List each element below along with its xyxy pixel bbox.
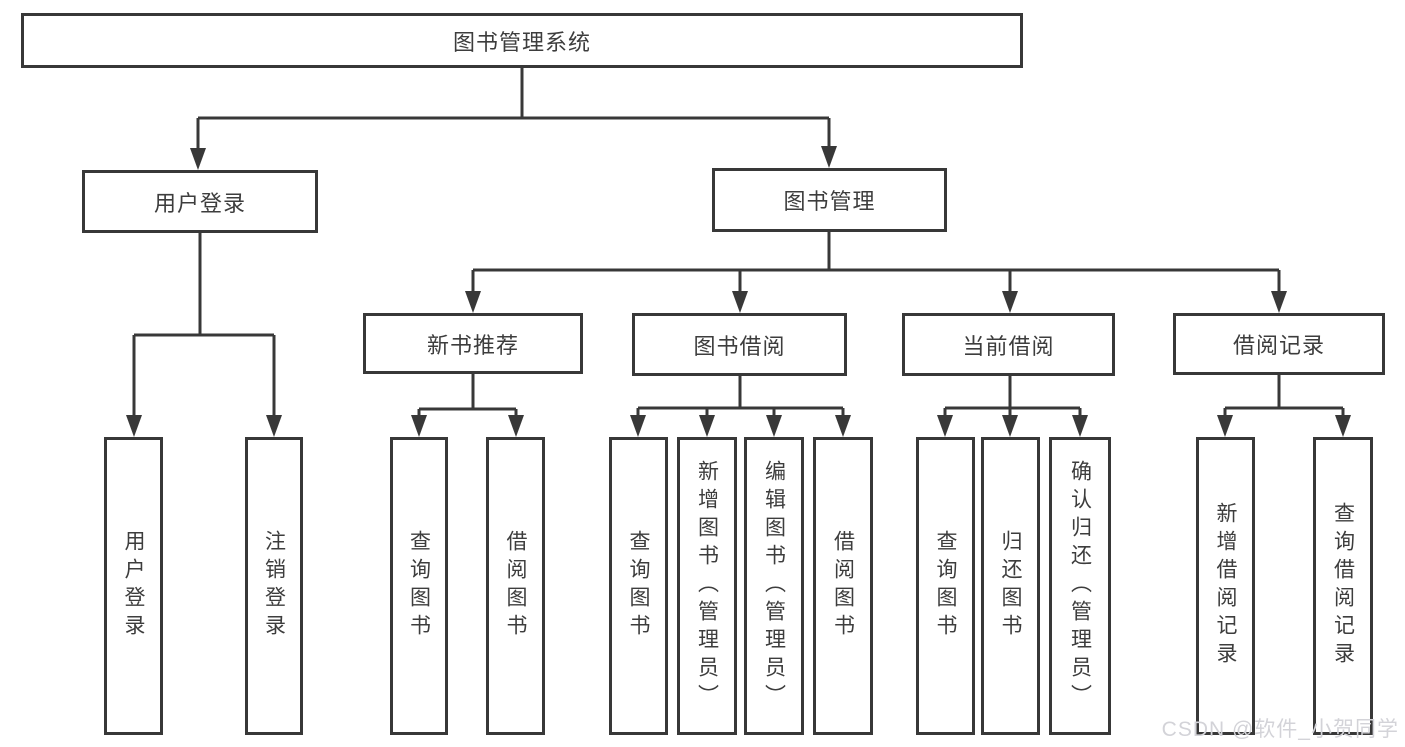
node-book-borrowing: 图书借阅 [632, 313, 847, 376]
node-borrow-books-borrowing: 借阅图书 [813, 437, 873, 735]
node-return-books: 归还图书 [981, 437, 1040, 735]
node-label: 图书管理系统 [452, 29, 591, 55]
node-query-books-newbook: 查询图书 [390, 437, 448, 735]
node-label: 注销登录 [262, 530, 286, 642]
node-current-borrowing: 当前借阅 [902, 313, 1115, 376]
arrowhead [126, 415, 142, 437]
arrowhead [766, 415, 782, 437]
node-add-books-admin: 新增图书（管理员） [677, 437, 737, 735]
node-book-management-module: 图书管理 [712, 168, 947, 232]
arrowhead [1271, 291, 1287, 313]
arrowhead [1335, 415, 1351, 437]
node-borrowing-records: 借阅记录 [1173, 313, 1385, 375]
node-library-management-system: 图书管理系统 [21, 13, 1023, 68]
csdn-watermark: CSDN @软件_小贺同学 [1161, 718, 1399, 741]
node-label: 用户登录 [122, 530, 145, 642]
node-borrow-books-newbook: 借阅图书 [486, 437, 545, 735]
node-logout: 注销登录 [245, 437, 303, 735]
node-label: 借阅记录 [1232, 333, 1325, 358]
node-query-books-borrowing: 查询图书 [609, 437, 668, 735]
arrowhead [411, 415, 427, 437]
arrowhead [266, 415, 282, 437]
arrowhead [1072, 415, 1088, 437]
node-new-book-recommendation: 新书推荐 [363, 313, 583, 374]
node-user-login: 用户登录 [104, 437, 163, 735]
arrowhead [630, 415, 646, 437]
node-edit-books-admin: 编辑图书（管理员） [744, 437, 804, 735]
arrowhead [1217, 415, 1233, 437]
arrowhead [699, 415, 715, 437]
arrowhead [190, 148, 206, 170]
arrowhead [1002, 291, 1018, 313]
arrowhead [732, 291, 748, 313]
node-label: 图书借阅 [693, 333, 786, 359]
node-label: 确认归还（管理员） [1068, 460, 1092, 712]
arrowhead [937, 415, 953, 437]
node-label: 归还图书 [999, 530, 1022, 642]
arrowhead [508, 415, 524, 437]
node-query-books-current: 查询图书 [916, 437, 975, 735]
arrowhead [465, 291, 481, 313]
node-label: 查询图书 [934, 530, 957, 642]
node-label: 查询图书 [407, 530, 431, 642]
node-add-borrow-record: 新增借阅记录 [1196, 437, 1255, 735]
node-label: 图书管理 [783, 189, 876, 214]
arrowhead [1002, 415, 1018, 437]
node-label: 借阅图书 [504, 530, 527, 642]
node-label: 新增图书（管理员） [695, 460, 719, 712]
arrowhead [821, 146, 837, 168]
node-confirm-return-admin: 确认归还（管理员） [1049, 437, 1111, 735]
node-label: 新书推荐 [426, 332, 519, 358]
node-label: 当前借阅 [962, 333, 1055, 359]
node-label: 查询图书 [627, 530, 650, 642]
node-label: 查询借阅记录 [1331, 502, 1355, 670]
node-label: 用户登录 [153, 190, 246, 216]
node-user-login-module: 用户登录 [82, 170, 318, 233]
node-label: 编辑图书（管理员） [762, 460, 786, 712]
node-label: 借阅图书 [831, 530, 855, 642]
node-label: 新增借阅记录 [1214, 502, 1237, 670]
arrowhead [835, 415, 851, 437]
node-query-borrow-record: 查询借阅记录 [1313, 437, 1373, 735]
